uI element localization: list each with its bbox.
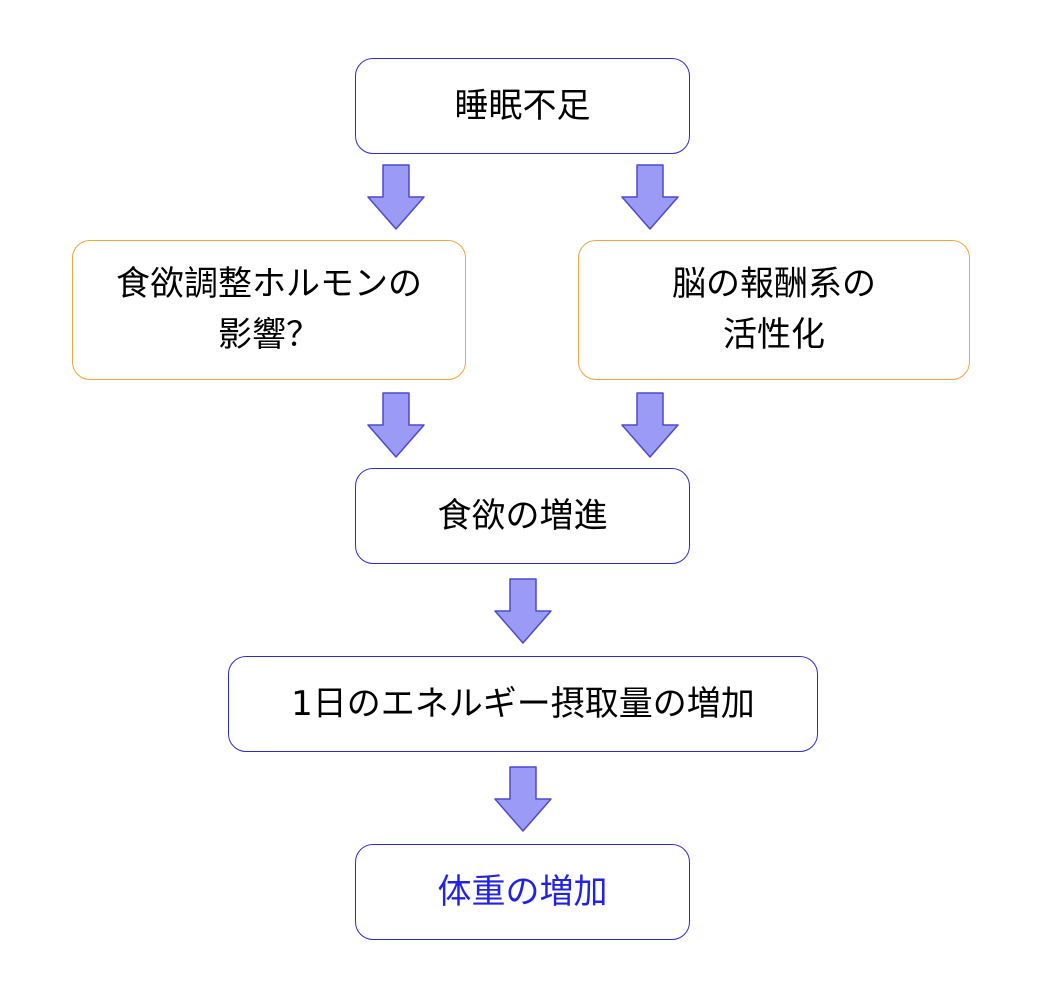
arrow-hormone-to-appetite xyxy=(367,392,425,458)
node-sleep-deprivation: 睡眠不足 xyxy=(355,58,690,154)
node-reward-system: 脳の報酬系の 活性化 xyxy=(578,240,970,380)
node-label-line-2: 活性化 xyxy=(723,315,825,355)
node-label-line-1: 食欲調整ホルモンの xyxy=(116,264,422,304)
node-appetite-hormone: 食欲調整ホルモンの 影響？ xyxy=(72,240,466,380)
node-label: 食欲の増進 xyxy=(437,495,608,536)
arrow-intake-to-weight xyxy=(494,766,552,832)
node-label: 1日のエネルギー摂取量の増加 xyxy=(291,683,755,724)
arrow-sleep-to-reward xyxy=(621,164,679,230)
node-label-line-2: 影響？ xyxy=(218,315,320,355)
node-energy-intake: 1日のエネルギー摂取量の増加 xyxy=(228,656,818,752)
node-label: 体重の増加 xyxy=(437,871,608,912)
arrow-sleep-to-hormone xyxy=(367,164,425,230)
node-weight-gain: 体重の増加 xyxy=(355,844,690,940)
node-label-line-1: 脳の報酬系の xyxy=(672,264,876,304)
arrow-appetite-to-intake xyxy=(494,578,552,644)
arrow-reward-to-appetite xyxy=(621,392,679,458)
node-increased-appetite: 食欲の増進 xyxy=(355,468,690,564)
node-label: 睡眠不足 xyxy=(454,85,591,126)
